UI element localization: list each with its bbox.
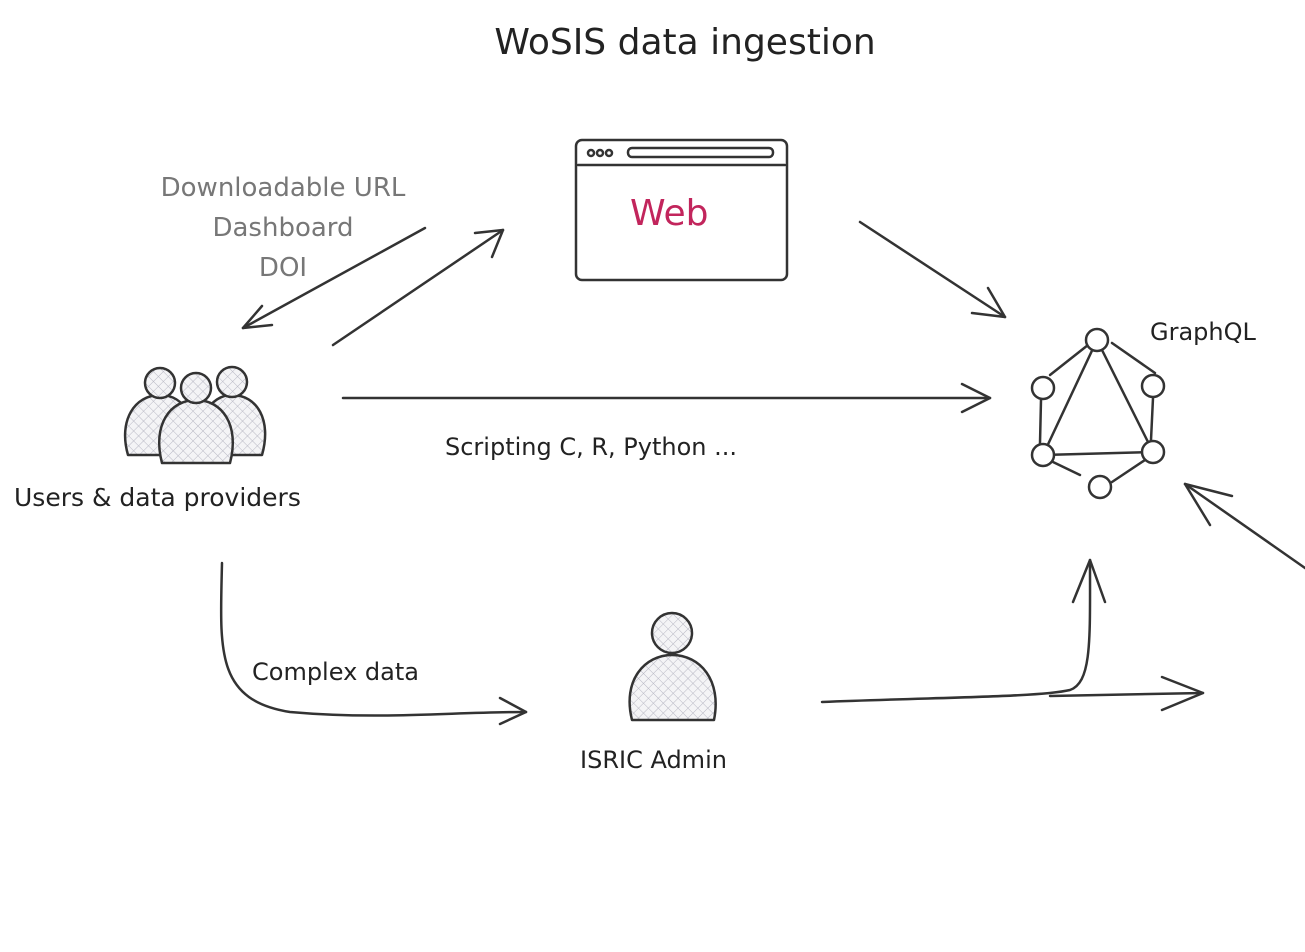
complex-data-label: Complex data bbox=[252, 658, 419, 686]
arrow-web-to-graphql bbox=[858, 220, 1007, 319]
arrow-users-to-graphql bbox=[341, 382, 992, 414]
arrow-web-to-users bbox=[241, 226, 427, 330]
arrow-admin-to-graphql bbox=[820, 558, 1107, 704]
web-label: Web bbox=[630, 193, 709, 234]
scripting-label: Scripting C, R, Python ... bbox=[445, 433, 738, 461]
arrow-users-to-admin bbox=[219, 561, 528, 726]
admin-person-icon bbox=[628, 611, 717, 722]
output-dashboard: Dashboard bbox=[212, 213, 354, 243]
user-outputs-list: Downloadable URL Dashboard DOI bbox=[133, 168, 433, 288]
users-label: Users & data providers bbox=[14, 483, 301, 512]
diagram-title: WoSIS data ingestion bbox=[494, 22, 876, 63]
admin-label: ISRIC Admin bbox=[580, 746, 727, 774]
graphql-icon bbox=[1030, 327, 1166, 500]
output-doi: DOI bbox=[258, 253, 308, 283]
browser-window-icon bbox=[574, 138, 789, 282]
graphql-label: GraphQL bbox=[1150, 318, 1256, 346]
output-downloadable-url: Downloadable URL bbox=[160, 173, 406, 203]
arrow-right-to-graphql bbox=[1183, 482, 1305, 570]
arrow-users-to-web bbox=[331, 228, 505, 347]
arrow-admin-to-right bbox=[1048, 675, 1205, 712]
users-group-icon bbox=[123, 365, 267, 465]
